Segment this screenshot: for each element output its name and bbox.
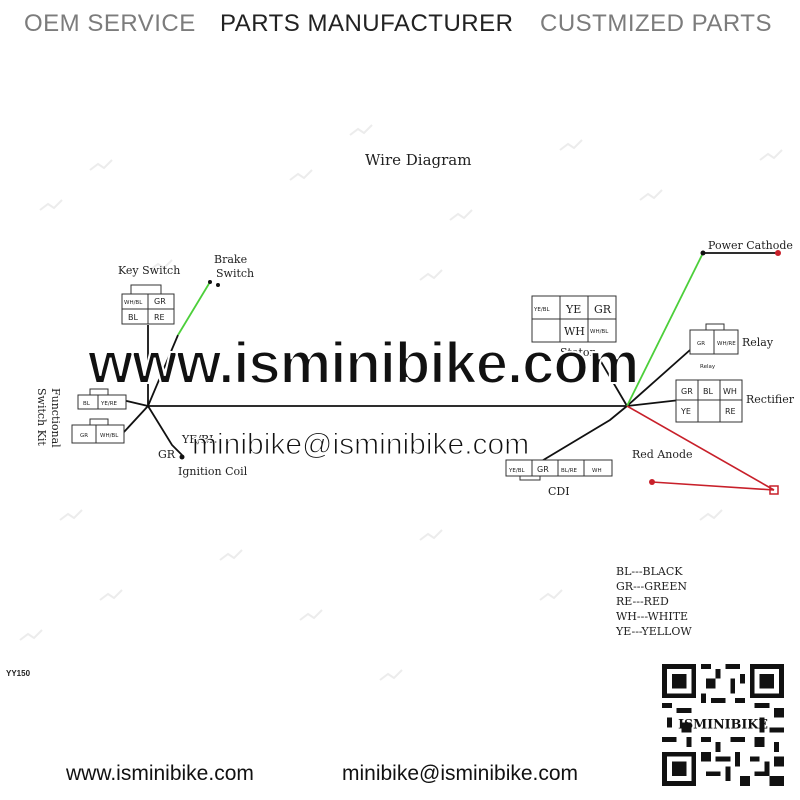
- legend-item: WH---WHITE: [616, 610, 689, 623]
- red-anode-label: Red Anode: [632, 448, 693, 461]
- relay-connector: GR WH/RE: [689, 323, 739, 355]
- footer-email-link[interactable]: minibike@isminibike.com: [342, 762, 579, 785]
- svg-text:BL: BL: [128, 313, 138, 322]
- red-wires: [626, 405, 775, 491]
- svg-text:GR: GR: [537, 465, 549, 474]
- ignition-coil-pin-gr: GR: [158, 448, 176, 461]
- header-oem-service: OEM SERVICE: [24, 10, 196, 37]
- svg-text:WH: WH: [723, 387, 737, 396]
- svg-text:GR: GR: [697, 341, 705, 347]
- svg-text:WH: WH: [564, 325, 585, 338]
- background-logo-pattern: [19, 124, 783, 681]
- wire-green-power: [626, 252, 704, 407]
- brake-switch-label-1: Brake: [214, 253, 247, 266]
- legend-item: GR---GREEN: [616, 580, 687, 593]
- legend-item: YE---YELLOW: [616, 625, 692, 638]
- svg-text:RE: RE: [725, 407, 736, 416]
- black-wires: [113, 252, 778, 463]
- wire-relay: [626, 349, 691, 407]
- rectifier-connector: GR BL WH YE RE: [675, 379, 743, 423]
- cdi-label: CDI: [548, 485, 570, 498]
- svg-text:GR: GR: [681, 387, 693, 396]
- power-cathode-label: Power Cathode: [708, 239, 793, 252]
- header-customized-parts: CUSTMIZED PARTS: [540, 10, 772, 37]
- wire-cdi: [539, 405, 628, 463]
- stator-connector: YE/BL YE GR WH WH/BL: [531, 295, 617, 343]
- functional-switch-connector-lower: GR WH/BL: [71, 418, 125, 444]
- wire-rectifier: [626, 399, 681, 407]
- color-legend: BL---BLACK GR---GREEN RE---RED WH---WHIT…: [616, 564, 692, 639]
- key-switch-label: Key Switch: [118, 264, 180, 277]
- header-bar: OEM SERVICE PARTS MANUFACTURER CUSTMIZED…: [0, 10, 800, 46]
- wire-ignition-coil: [147, 405, 183, 456]
- red-anode-terminal: [649, 479, 655, 485]
- ignition-coil-pin-ye: YE/BL: [181, 433, 217, 446]
- diagram-title: Wire Diagram: [365, 151, 471, 169]
- wire-stator: [599, 359, 628, 407]
- power-cathode-terminal: [700, 250, 706, 256]
- power-cathode-end: [775, 250, 781, 256]
- cdi-connector: YE/BL GR BL/RE WH: [505, 459, 613, 481]
- brake-switch-label-2: Switch: [216, 267, 254, 280]
- green-wires: [177, 252, 704, 407]
- svg-text:WH/BL: WH/BL: [124, 300, 143, 306]
- watermark-url: www.isminibike.com: [87, 330, 640, 397]
- brake-switch-terminals: [208, 280, 220, 287]
- wire-func-lower: [123, 405, 149, 433]
- svg-text:GR: GR: [154, 297, 166, 306]
- svg-text:WH/BL: WH/BL: [590, 329, 609, 335]
- qr-center-label: ISMINIBIKE: [678, 716, 768, 731]
- svg-text:YE/BL: YE/BL: [533, 307, 550, 313]
- svg-text:GR: GR: [594, 303, 612, 316]
- functional-switch-label-1: Functional: [49, 388, 62, 448]
- qr-code-icon: ISMINIBIKE: [662, 664, 784, 786]
- model-code: YY150: [6, 669, 31, 678]
- key-switch-connector: WH/BL GR BL RE: [121, 284, 175, 325]
- rectifier-label: Rectifier: [746, 393, 795, 406]
- wire-brake: [147, 334, 179, 407]
- functional-switch-connector-upper: BL YE/RE: [77, 388, 127, 410]
- svg-text:BL: BL: [83, 401, 91, 407]
- svg-text:GR: GR: [80, 433, 88, 439]
- svg-text:WH/BL: WH/BL: [100, 433, 119, 439]
- red-anode-connector: [769, 485, 779, 495]
- header-parts-manufacturer: PARTS MANUFACTURER: [220, 10, 514, 37]
- relay-label: Relay: [742, 336, 774, 349]
- legend-item: BL---BLACK: [616, 565, 683, 578]
- ignition-coil-label: Ignition Coil: [178, 465, 248, 478]
- wire-red-anode-lower: [651, 481, 775, 491]
- svg-text:BL/RE: BL/RE: [561, 468, 578, 474]
- svg-text:YE/RE: YE/RE: [100, 401, 118, 407]
- svg-text:YE/BL: YE/BL: [508, 468, 525, 474]
- svg-text:YE: YE: [680, 407, 691, 416]
- wire-green-brake: [177, 281, 211, 336]
- svg-text:RE: RE: [154, 313, 165, 322]
- footer-website-link[interactable]: www.isminibike.com: [66, 762, 254, 785]
- watermark-email: minibike@isminibike.com: [191, 428, 530, 462]
- svg-text:BL: BL: [703, 387, 713, 396]
- legend-item: RE---RED: [616, 595, 669, 608]
- relay-small-label: Relay: [700, 364, 716, 370]
- svg-text:WH: WH: [592, 468, 602, 474]
- wire-red-anode-upper: [626, 405, 775, 491]
- svg-text:YE: YE: [565, 303, 581, 316]
- ignition-coil-terminal: [179, 454, 185, 460]
- stator-label: Stator: [560, 346, 596, 359]
- svg-text:WH/RE: WH/RE: [717, 341, 736, 347]
- functional-switch-label-2: Switch Kit: [35, 388, 48, 446]
